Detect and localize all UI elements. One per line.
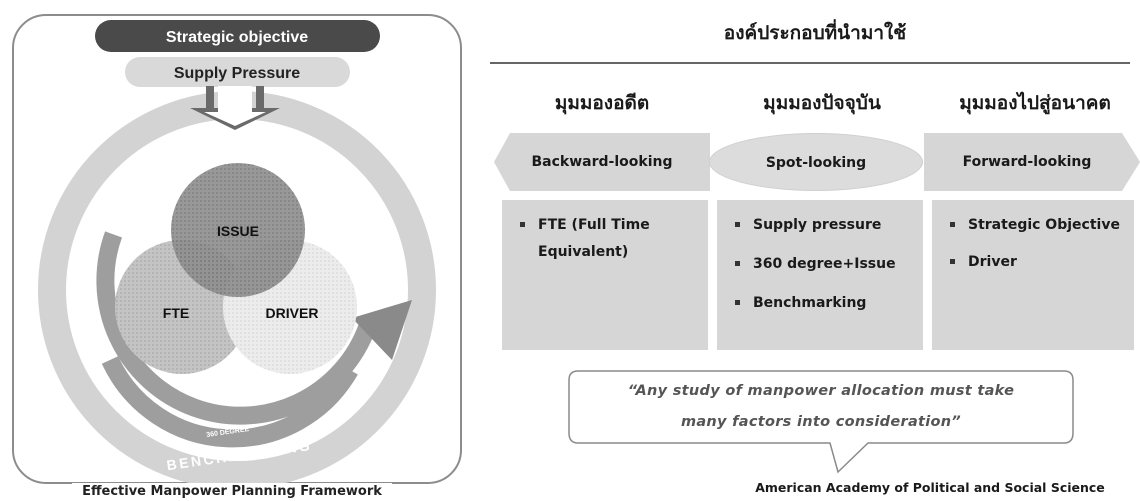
issue-circle — [171, 163, 305, 297]
heading-present: มุมมองปัจจุบัน — [763, 92, 881, 114]
list-item: FTE (Full Time Equivalent) — [516, 212, 698, 266]
framework-caption: Effective Manpower Planning Framework — [72, 483, 392, 501]
callout-bubble-icon — [568, 370, 1074, 474]
right-arrow-shape-icon — [924, 133, 1140, 191]
forward-looking-label: Forward-looking — [962, 154, 1092, 170]
components-title: องค์ประกอบที่นำมาใช้ — [723, 22, 907, 44]
forward-looking-shape: Forward-looking — [924, 133, 1140, 191]
heading-future: มุมมองไปสู่อนาคต — [959, 92, 1111, 114]
quote-source: American Academy of Political and Social… — [755, 480, 1105, 495]
degree-arrow-head — [352, 300, 412, 360]
present-items-box: Supply pressure 360 degree+Issue Benchma… — [717, 200, 923, 350]
quote-line-1: “Any study of manpower allocation must t… — [627, 383, 1015, 399]
list-item: Strategic Objective — [946, 212, 1124, 239]
past-items-box: FTE (Full Time Equivalent) — [502, 200, 708, 350]
title-divider — [490, 62, 1130, 64]
supply-label: Supply Pressure — [174, 65, 300, 82]
backward-looking-label: Backward-looking — [531, 154, 673, 170]
down-arrow-inner — [204, 86, 266, 126]
degree-arrow-tail — [101, 356, 358, 448]
spot-looking-shape: Spot-looking — [709, 133, 923, 191]
list-item: Supply pressure — [731, 212, 913, 239]
objective-bar — [95, 20, 380, 52]
future-items-box: Strategic Objective Driver — [932, 200, 1134, 350]
left-arrow-shape-icon — [494, 133, 710, 191]
list-item: Benchmarking — [731, 290, 913, 317]
framework-diagram: Strategic objective Supply Pressure ISSU… — [38, 20, 436, 489]
degree-arrow-band — [96, 231, 376, 425]
list-item: 360 degree+Issue — [731, 251, 913, 278]
supply-bar — [125, 57, 350, 87]
objective-label: Strategic objective — [166, 29, 308, 46]
backward-looking-shape: Backward-looking — [494, 133, 710, 191]
list-item: Driver — [946, 249, 1124, 276]
quote-callout: “Any study of manpower allocation must t… — [568, 370, 1074, 474]
driver-label: DRIVER — [266, 305, 319, 321]
issue-label: ISSUE — [217, 223, 259, 239]
fte-label: FTE — [163, 305, 189, 321]
spot-looking-label: Spot-looking — [765, 155, 867, 171]
heading-past: มุมมองอดีต — [554, 92, 650, 114]
quote-line-2: many factors into consideration” — [680, 414, 962, 430]
